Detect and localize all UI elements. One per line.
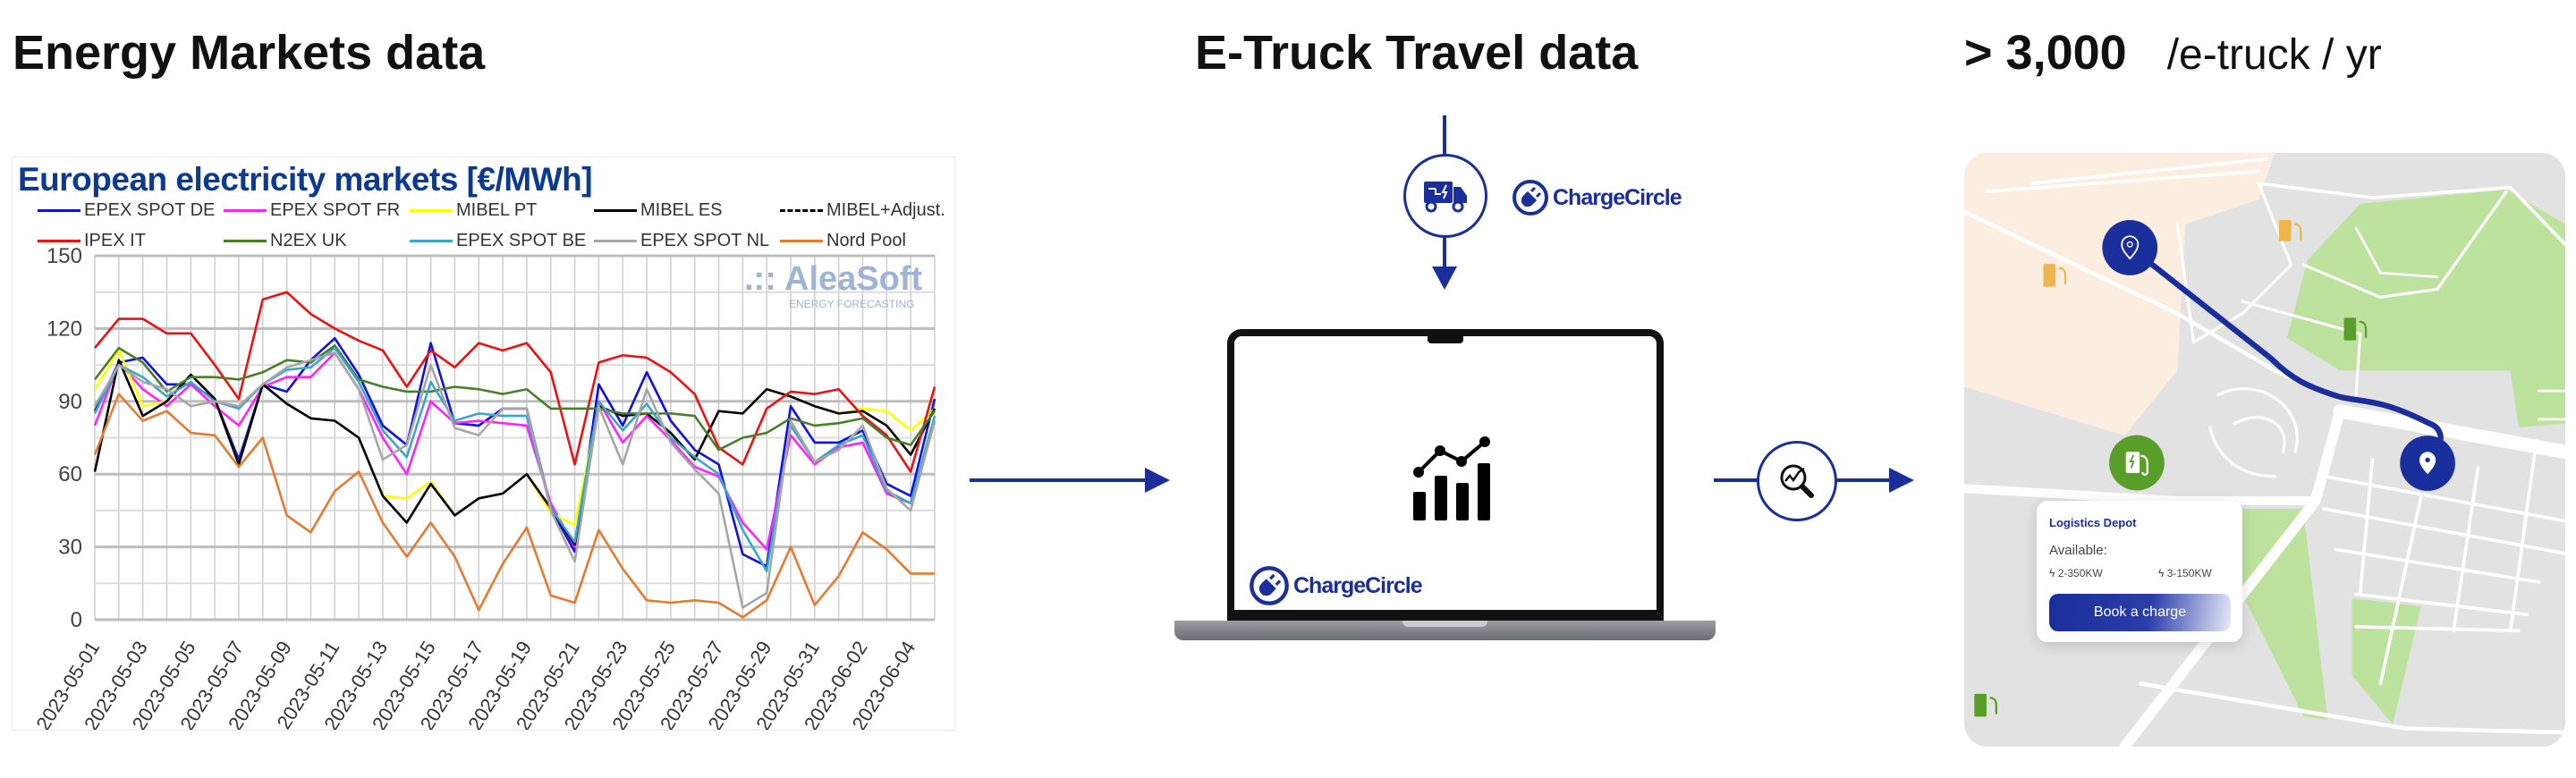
legend-label: MIBEL PT (456, 200, 538, 220)
arrow-head-icon (1145, 468, 1170, 493)
legend-swatch (224, 209, 267, 212)
charger-capacity-1: ϟ 2-350KW (2049, 567, 2103, 579)
start-marker (2102, 220, 2158, 275)
legend-label: Nord Pool (826, 231, 906, 250)
legend-item: N2EX UK (224, 231, 347, 251)
legend-item: Nord Pool (780, 231, 906, 251)
charger-station-marker (2109, 435, 2165, 491)
series-line-epex-spot-fr (93, 351, 936, 551)
y-tick-label: 0 (71, 608, 82, 632)
map-canvas[interactable] (1964, 153, 2565, 747)
legend-swatch (594, 209, 637, 212)
legend-item: EPEX SPOT NL (594, 231, 769, 251)
analytics-ring (1757, 441, 1837, 521)
laptop-screen: ChargeCircle (1227, 329, 1664, 621)
legend-label: MIBEL ES (640, 200, 723, 220)
legend-item: EPEX SPOT FR (224, 200, 400, 221)
energy-markets-heading: Energy Markets data (13, 26, 486, 80)
y-tick-label: 30 (58, 536, 82, 560)
legend-swatch (38, 209, 80, 212)
etruck-travel-heading: E-Truck Travel data (1195, 26, 1639, 80)
series-line-n2ex-uk (93, 344, 936, 452)
chart-plot: 03060901201502023-05-012023-05-032023-05… (31, 244, 936, 730)
legend-label: EPEX SPOT NL (640, 231, 770, 250)
charger-icon-amber (2043, 220, 2302, 287)
availability-label: Available: (2049, 543, 2107, 558)
legend-swatch (780, 240, 823, 242)
legend-label: IPEX IT (84, 231, 146, 250)
legend-item: IPEX IT (38, 231, 146, 251)
charger-capacity-2: ϟ 3-150KW (2158, 567, 2212, 579)
chart-title: European electricity markets [€/MWh] (18, 161, 593, 198)
legend-item: MIBEL+Adjust. (780, 200, 945, 221)
legend-swatch (38, 240, 80, 242)
legend-item: MIBEL ES (594, 200, 723, 221)
legend-swatch (594, 240, 637, 242)
plug-logo-icon (1250, 566, 1289, 605)
chargecircle-screen-logo: ChargeCircle (1249, 565, 1423, 606)
legend-label: MIBEL+Adjust. (826, 200, 945, 220)
y-tick-label: 120 (47, 317, 82, 341)
laptop-base (1174, 621, 1716, 640)
bolt-icon: ϟ (2158, 567, 2167, 579)
series-line-epex-spot-nl (93, 351, 936, 609)
park-area (2230, 508, 2328, 721)
flow-arrow-1 (970, 478, 1148, 482)
plug-logo-icon (1513, 180, 1548, 216)
legend-swatch (780, 209, 823, 212)
legend-label: EPEX SPOT BE (456, 231, 587, 250)
electricity-markets-chart: European electricity markets [€/MWh] EPE… (12, 156, 955, 731)
destination-marker (2400, 436, 2455, 491)
savings-headline: > 3,000 /e-truck / yr (1964, 25, 2382, 80)
y-tick-label: 60 (58, 462, 82, 486)
series-line-ipex-it (93, 291, 936, 473)
truck-data-ring (1403, 154, 1487, 238)
legend-item: EPEX SPOT BE (410, 231, 586, 251)
legend-label: N2EX UK (270, 231, 347, 250)
chargecircle-logo: ChargeCircle (1512, 179, 1682, 216)
series-line-mibel-es (93, 359, 936, 546)
aleasoft-watermark: .:: AleaSoft (744, 260, 922, 298)
laptop-lid-notch (1402, 621, 1487, 627)
arrow-head-icon (1432, 266, 1457, 290)
route-line (2127, 244, 2444, 451)
series-line-nord-pool (93, 393, 935, 619)
route-map[interactable]: Logistics Depot Available: ϟ 2-350KW ϟ 3… (1964, 153, 2565, 747)
roads (1964, 157, 2565, 747)
savings-value: > 3,000 (1964, 26, 2127, 80)
legend-swatch (410, 240, 453, 242)
bolt-icon: ϟ (2049, 567, 2058, 579)
legend-swatch (224, 240, 267, 242)
y-tick-label: 150 (47, 244, 82, 268)
arrow-head-icon (1889, 468, 1914, 493)
chart-magnifier-icon (1780, 464, 1814, 498)
legend-item: MIBEL PT (410, 200, 537, 221)
series-line-epex-spot-be (93, 346, 936, 573)
aleasoft-watermark-sub: ENERGY FORECASTING (789, 298, 914, 310)
legend-label: EPEX SPOT FR (270, 200, 401, 220)
legend-item: EPEX SPOT DE (38, 200, 215, 221)
book-charge-button[interactable]: Book a charge (2049, 594, 2231, 631)
urban-area (1964, 153, 2275, 436)
laptop-display: ChargeCircle (1234, 334, 1657, 610)
electric-truck-icon (1424, 182, 1467, 213)
savings-unit: /e-truck / yr (2166, 31, 2382, 79)
charger-icon-green (1974, 317, 2368, 717)
bar-line-chart-icon (1413, 436, 1490, 520)
camera-notch (1428, 334, 1463, 343)
legend-swatch (410, 209, 453, 212)
y-tick-label: 90 (58, 390, 82, 414)
card-title: Logistics Depot (2049, 516, 2137, 529)
charger-info-card: Logistics Depot Available: ϟ 2-350KW ϟ 3… (2037, 501, 2242, 642)
legend-label: EPEX SPOT DE (84, 200, 216, 220)
